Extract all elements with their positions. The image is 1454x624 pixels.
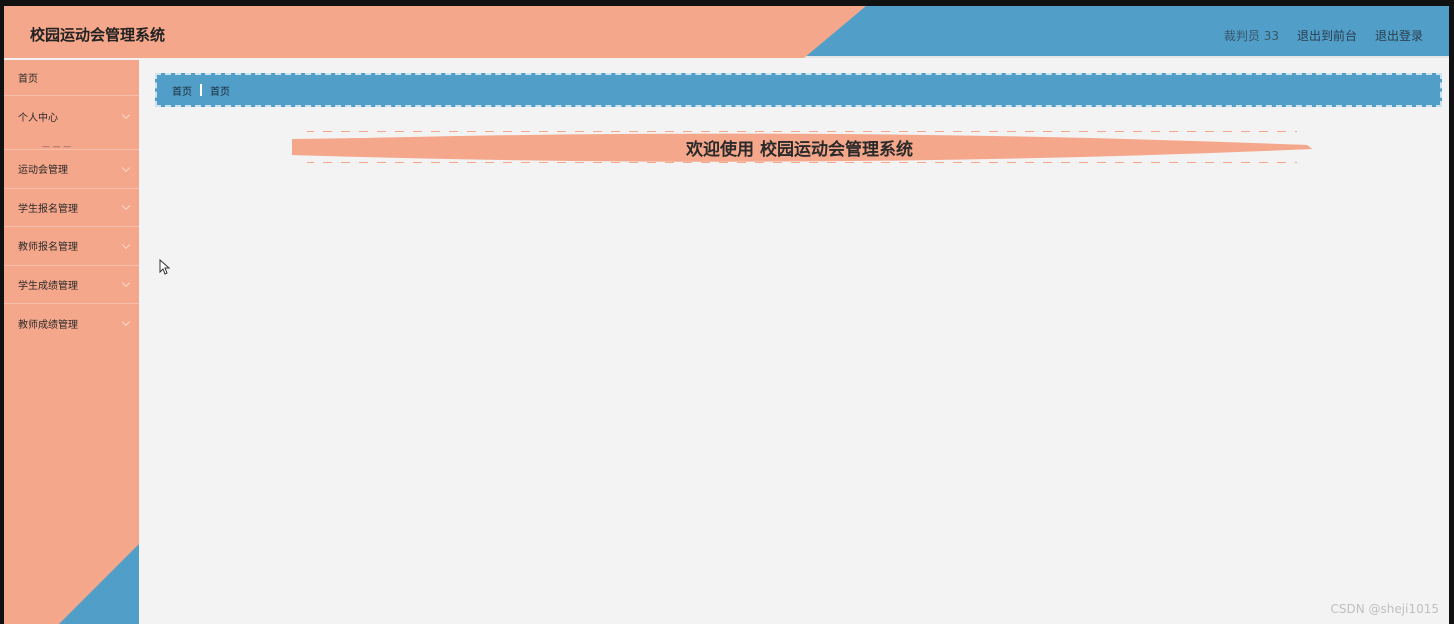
sidebar-item-sports-meet[interactable]: 运动会管理	[4, 150, 139, 189]
sidebar-item-label: 教师报名管理	[18, 242, 78, 254]
sidebar-item-teacher-scores[interactable]: 教师成绩管理	[4, 304, 139, 343]
sidebar-item-home[interactable]: 首页	[4, 60, 139, 96]
sidebar-item-label: 运动会管理	[18, 165, 68, 177]
sidebar: 首页 个人中心 — — — 运动会管理 学生报名管理 教师报名管理 学生成绩管理…	[4, 60, 139, 624]
breadcrumb-home[interactable]: 首页	[172, 86, 192, 98]
logout-link[interactable]: 退出登录	[1374, 29, 1423, 43]
chevron-down-icon	[121, 163, 131, 172]
welcome-text: 欢迎使用 校园运动会管理系统	[686, 139, 913, 160]
app-window: 校园运动会管理系统 裁判员 33 退出到前台 退出登录 首页 个人中心 — — …	[4, 6, 1449, 624]
welcome-banner-shape	[292, 131, 1312, 163]
breadcrumb: 首页 首页	[155, 73, 1442, 107]
sidebar-item-label: 学生报名管理	[18, 203, 78, 215]
sidebar-item-teacher-registration[interactable]: 教师报名管理	[4, 227, 139, 266]
app-title: 校园运动会管理系统	[30, 26, 166, 44]
sidebar-corner-decoration	[59, 544, 139, 624]
header-salmon-panel	[4, 6, 866, 58]
current-user-label: 裁判员 33	[1223, 29, 1279, 43]
header-actions: 裁判员 33 退出到前台 退出登录	[1224, 27, 1423, 44]
sidebar-item-label: 教师成绩管理	[18, 319, 78, 331]
chevron-down-icon	[121, 317, 131, 327]
welcome-banner: 欢迎使用 校园运动会管理系统	[287, 127, 1312, 167]
chevron-down-icon	[121, 201, 131, 211]
sidebar-item-label: 首页	[18, 74, 38, 85]
submenu-peek: — — —	[42, 142, 72, 151]
chevron-down-icon	[121, 240, 131, 249]
sidebar-item-label: 学生成绩管理	[18, 280, 78, 292]
chevron-down-icon	[121, 278, 131, 288]
mouse-cursor-icon	[159, 258, 171, 279]
sidebar-item-student-scores[interactable]: 学生成绩管理	[4, 266, 139, 304]
chevron-down-icon	[121, 110, 131, 120]
breadcrumb-current: 首页	[210, 86, 230, 98]
breadcrumb-separator	[200, 84, 202, 96]
sidebar-item-personal-center[interactable]: 个人中心 — — —	[4, 96, 139, 151]
sidebar-item-label: 个人中心	[18, 113, 58, 124]
top-header: 校园运动会管理系统 裁判员 33 退出到前台 退出登录	[4, 6, 1449, 58]
watermark-text: CSDN @sheji1015	[1330, 602, 1439, 616]
sidebar-item-student-registration[interactable]: 学生报名管理	[4, 189, 139, 227]
exit-to-front-link[interactable]: 退出到前台	[1296, 29, 1357, 43]
